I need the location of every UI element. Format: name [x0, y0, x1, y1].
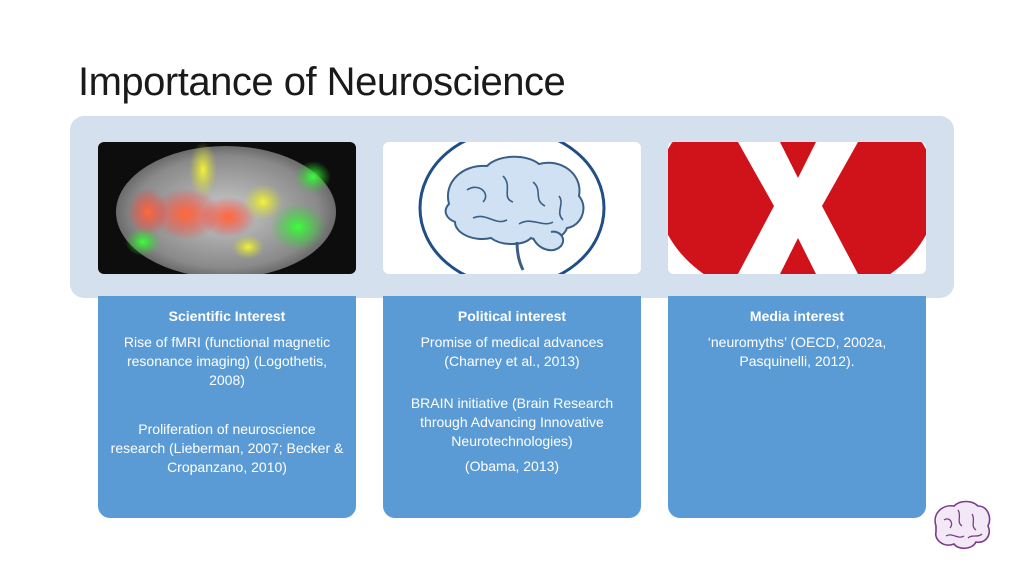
fmri-brain-scan-image: [98, 142, 356, 274]
card-text: Proliferation of neuroscience research (…: [110, 421, 344, 475]
scientific-interest-card: Scientific Interest Rise of fMRI (functi…: [98, 296, 356, 518]
card-heading: Political interest: [457, 308, 567, 324]
card-heading: Scientific Interest: [168, 308, 286, 324]
card-text: Rise of fMRI (functional magnetic resona…: [123, 334, 331, 388]
card-heading: Media interest: [749, 308, 845, 324]
card-text: BRAIN initiative (Brain Research through…: [410, 395, 614, 449]
card-text: Promise of medical advances (Charney et …: [420, 334, 604, 369]
card-text: (Obama, 2013): [464, 458, 560, 474]
brain-drawing-image: [383, 142, 641, 274]
slide-title: Importance of Neuroscience: [78, 60, 566, 104]
political-interest-card: Political interest Promise of medical ad…: [383, 296, 641, 518]
brain-icon: [928, 500, 992, 552]
red-x-image: [668, 142, 926, 274]
media-interest-card: Media interest ‘neuromyths’ (OECD, 2002a…: [668, 296, 926, 518]
card-text: ‘neuromyths’ (OECD, 2002a, Pasquinelli, …: [707, 334, 887, 369]
